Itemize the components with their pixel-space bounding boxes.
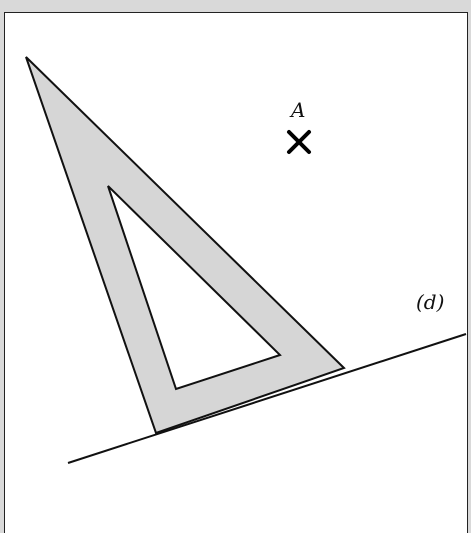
set-square	[25, 56, 346, 435]
point-a-cross-icon	[287, 130, 311, 154]
line-d-label: (d)	[416, 290, 444, 314]
line-d	[67, 333, 467, 464]
point-a-label: A	[289, 98, 305, 122]
